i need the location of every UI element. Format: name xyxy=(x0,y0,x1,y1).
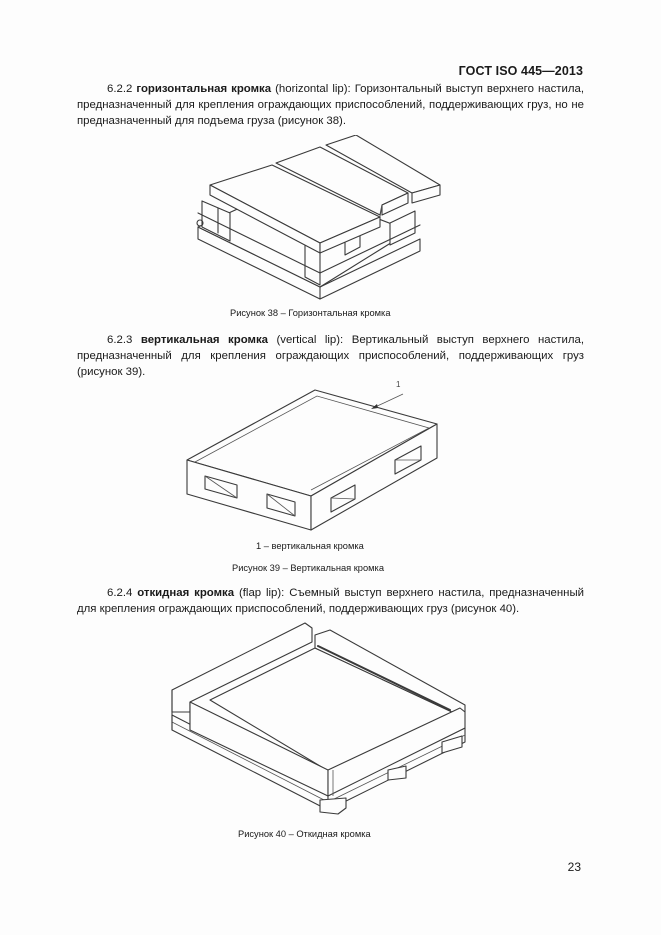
figure-38-horizontal-lip xyxy=(190,134,450,300)
figure-40-caption: Рисунок 40 – Откидная кромка xyxy=(238,829,371,839)
section-6-2-3: 6.2.3 вертикальная кромка (vertical lip)… xyxy=(77,332,584,381)
figure-39-vertical-lip: 1 xyxy=(185,378,445,538)
section-number: 6.2.3 xyxy=(107,334,133,346)
section-definition: Горизонтальный выступ верхнего настила, … xyxy=(77,83,584,128)
section-term: вертикальная кромка xyxy=(140,334,268,346)
section-6-2-2: 6.2.2 горизонтальная кромка (horizontal … xyxy=(77,81,584,130)
figure-38-caption: Рисунок 38 – Горизонтальная кромка xyxy=(230,308,391,318)
section-number: 6.2.4 xyxy=(107,587,133,599)
figure-39-callout-label: 1 xyxy=(396,380,401,389)
section-term-en: (horizontal lip): xyxy=(275,83,351,95)
figure-39-legend: 1 – вертикальная кромка xyxy=(256,541,364,551)
figure-39-caption: Рисунок 39 – Вертикальная кромка xyxy=(232,563,384,573)
section-term-en: (vertical lip): xyxy=(276,334,344,346)
standard-header: ГОСТ ISO 445—2013 xyxy=(458,64,583,78)
figure-40-flap-lip xyxy=(170,620,470,815)
section-number: 6.2.2 xyxy=(107,83,133,95)
page-number: 23 xyxy=(567,860,581,874)
section-definition: Съемный выступ верхнего настила, предназ… xyxy=(77,587,584,616)
section-definition: Вертикальный выступ верхнего настила, пр… xyxy=(77,334,584,379)
section-6-2-4: 6.2.4 откидная кромка (flap lip): Съемны… xyxy=(77,585,584,617)
section-term: откидная кромка xyxy=(137,587,235,599)
section-term: горизонтальная кромка xyxy=(136,83,272,95)
section-term-en: (flap lip): xyxy=(238,587,285,599)
